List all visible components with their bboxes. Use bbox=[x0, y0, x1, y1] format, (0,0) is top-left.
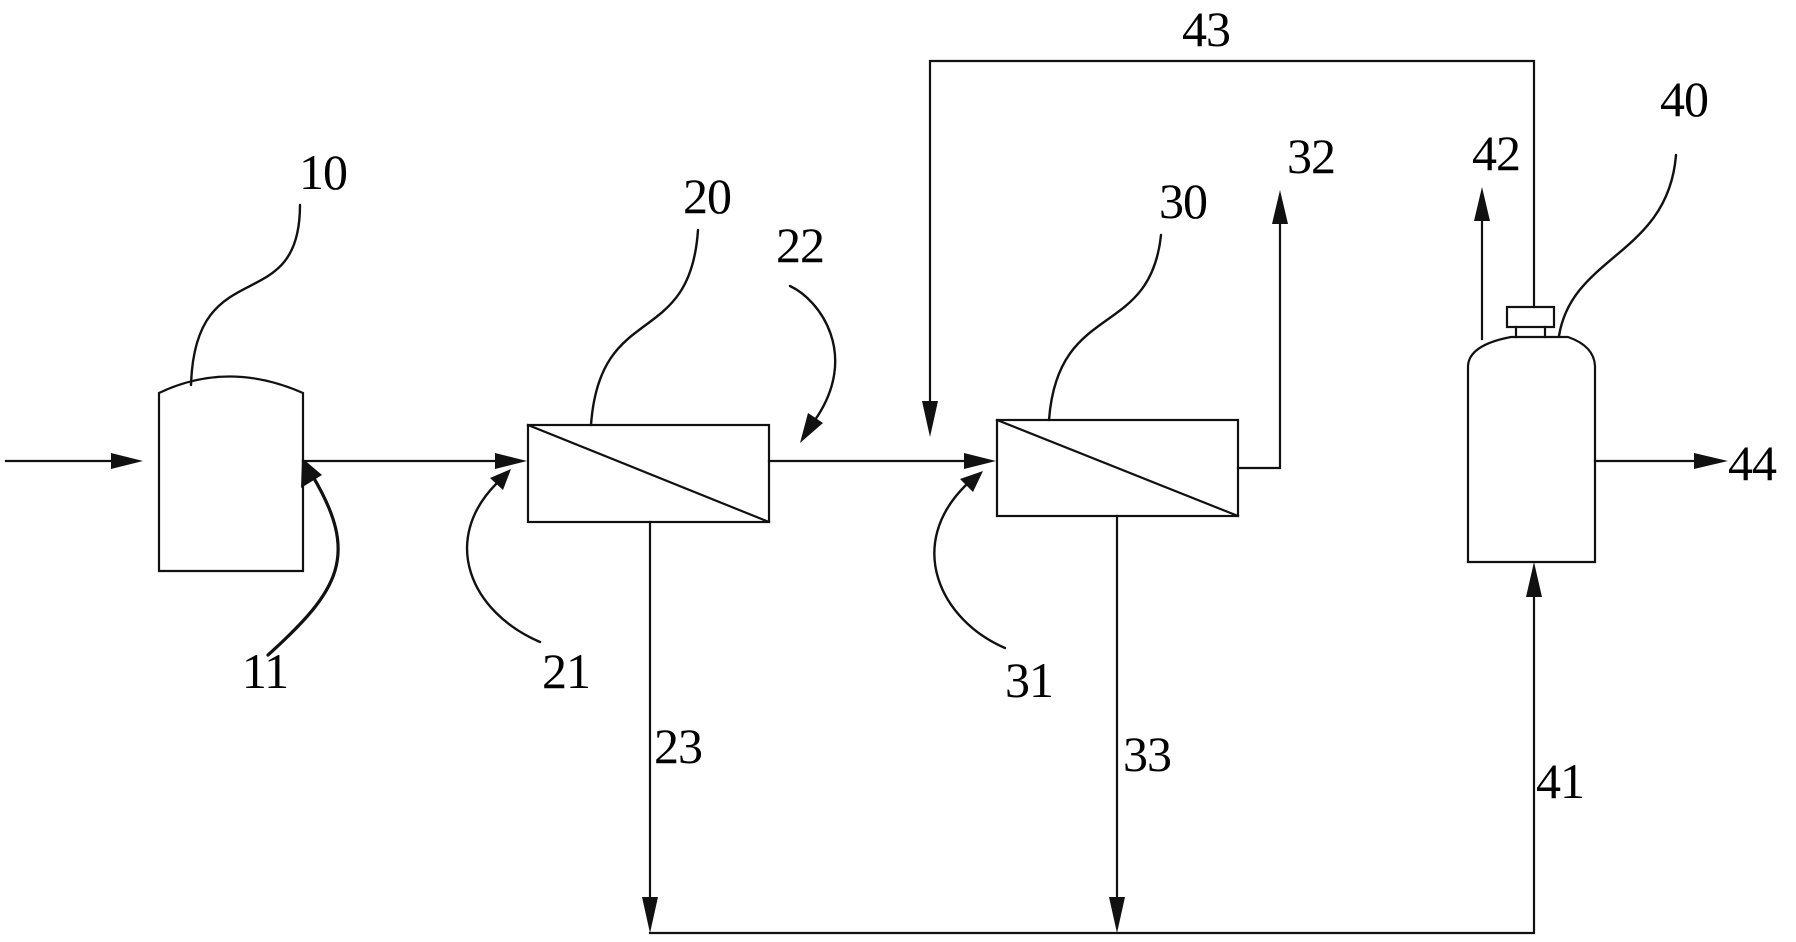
label-42: 42 bbox=[1472, 125, 1520, 181]
leader-40 bbox=[1557, 153, 1678, 338]
leader-10 bbox=[189, 203, 302, 387]
arrowhead-31 bbox=[960, 471, 983, 492]
tank-10 bbox=[157, 375, 305, 573]
line-43 bbox=[928, 59, 1536, 402]
leader-21 bbox=[465, 481, 542, 644]
label-30: 30 bbox=[1159, 173, 1207, 229]
label-10: 10 bbox=[299, 144, 347, 200]
arrow-into-20 bbox=[495, 453, 527, 469]
arrow-into-30 bbox=[964, 453, 996, 469]
label-41: 41 bbox=[1536, 753, 1584, 809]
label-44: 44 bbox=[1728, 435, 1777, 491]
label-31: 31 bbox=[1005, 652, 1053, 708]
line-32 bbox=[1236, 223, 1282, 470]
feed-arrow bbox=[111, 453, 143, 469]
leader-30 bbox=[1047, 233, 1163, 422]
arrowhead-22 bbox=[800, 413, 823, 443]
arrow-44 bbox=[1694, 453, 1728, 469]
leader-22 bbox=[788, 284, 837, 422]
vessel-40 bbox=[1466, 305, 1597, 564]
label-21: 21 bbox=[542, 643, 590, 699]
arrow-42 bbox=[1474, 187, 1490, 221]
arrow-41 bbox=[1526, 562, 1542, 597]
leader-20 bbox=[589, 228, 700, 427]
label-43: 43 bbox=[1182, 1, 1230, 57]
label-32: 32 bbox=[1287, 128, 1335, 184]
label-23: 23 bbox=[654, 718, 702, 774]
arrowhead-11 bbox=[301, 458, 322, 488]
label-40: 40 bbox=[1660, 71, 1708, 127]
leader-31 bbox=[933, 483, 1007, 650]
leader-11 bbox=[266, 473, 340, 657]
label-20: 20 bbox=[683, 168, 731, 224]
membrane-unit-30 bbox=[995, 418, 1240, 518]
arrowhead-21 bbox=[490, 469, 511, 490]
arrow-23 bbox=[642, 897, 658, 933]
membrane-unit-20 bbox=[526, 423, 771, 524]
label-33: 33 bbox=[1123, 726, 1171, 782]
line-41 bbox=[648, 594, 1536, 935]
arrow-32 bbox=[1272, 190, 1288, 224]
label-11: 11 bbox=[242, 643, 288, 699]
arrow-33 bbox=[1109, 897, 1125, 933]
arrow-43 bbox=[922, 401, 938, 437]
label-22: 22 bbox=[776, 217, 824, 273]
